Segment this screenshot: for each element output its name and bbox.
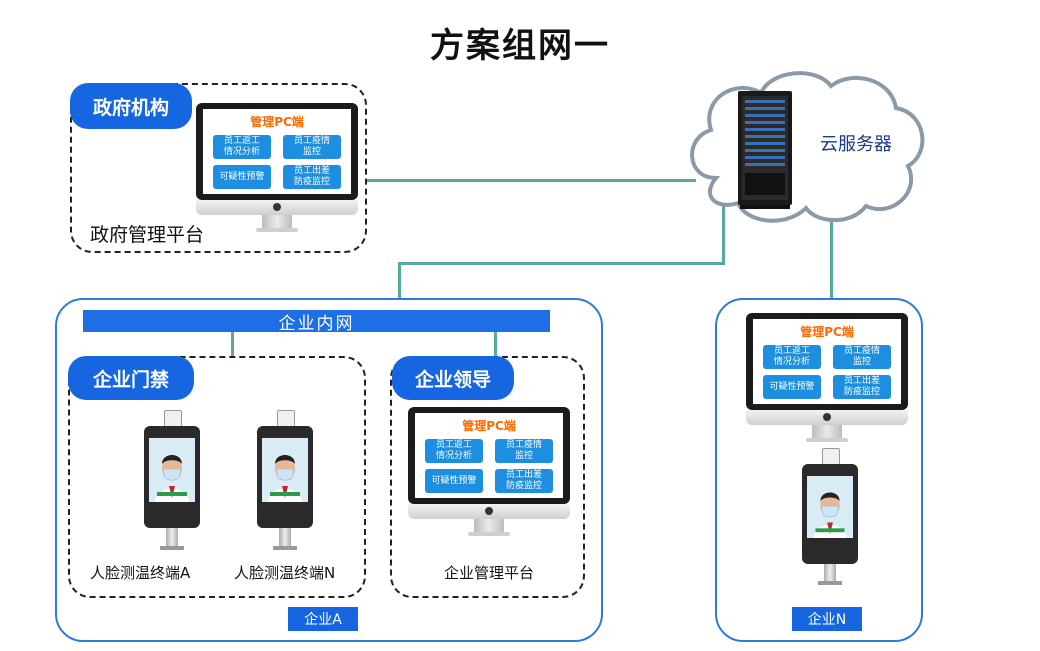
pc-btn-travel-monitor: 员工出差 防疫监控 (833, 375, 891, 399)
pc-btn-suspicious-alert: 可疑性预警 (425, 469, 483, 493)
pc-btn-suspicious-alert: 可疑性预警 (213, 165, 271, 189)
gov-pc-monitor: 管理PC端 员工返工 情况分析 员工疫情 监控 可疑性预警 员工出差 防疫监控 (196, 103, 358, 233)
face-terminal-a (144, 410, 200, 550)
leader-pc-monitor: 管理PC端 员工返工 情况分析 员工疫情 监控 可疑性预警 员工出差 防疫监控 (408, 407, 570, 537)
terminal-a-label: 人脸测温终端A (90, 564, 191, 582)
diagram-title: 方案组网一 (430, 26, 610, 66)
face-photo-icon (262, 438, 308, 502)
pc-btn-epidemic-monitor: 员工疫情 监控 (283, 135, 341, 159)
link-cloud-enterprise-n (830, 212, 833, 299)
access-box (68, 356, 366, 598)
pc-btn-epidemic-monitor: 员工疫情 监控 (495, 439, 553, 463)
server-icon (736, 91, 794, 209)
link-cloud-intranet-horizontal (398, 262, 725, 265)
leader-pill: 企业领导 (392, 356, 514, 400)
intranet-bar: 企业内网 (83, 310, 550, 334)
pc-screen-title: 管理PC端 (462, 419, 516, 433)
apple-logo-icon (823, 413, 831, 421)
pc-screen-title: 管理PC端 (800, 325, 854, 339)
enterprise-n-pc-monitor: 管理PC端 员工返工 情况分析 员工疫情 监控 可疑性预警 员工出差 防疫监控 (746, 313, 908, 443)
link-intranet-access (231, 331, 234, 356)
pc-btn-return-analysis: 员工返工 情况分析 (213, 135, 271, 159)
pc-btn-travel-monitor: 员工出差 防疫监控 (495, 469, 553, 493)
face-terminal-n (257, 410, 313, 550)
pc-screen-title: 管理PC端 (250, 115, 304, 129)
gov-platform-label: 政府管理平台 (90, 224, 205, 246)
pc-btn-return-analysis: 员工返工 情况分析 (425, 439, 483, 463)
cloud-server-label: 云服务器 (820, 134, 892, 155)
enterprise-n-box (715, 298, 923, 642)
link-intranet-leader (494, 331, 497, 356)
cloud-shape (690, 71, 925, 223)
face-photo-icon (149, 438, 195, 502)
apple-logo-icon (273, 203, 281, 211)
link-cloud-intranet-vertical (722, 200, 725, 264)
enterprise-n-tag: 企业N (792, 607, 862, 631)
face-terminal-enterprise-n (802, 448, 858, 586)
pc-btn-travel-monitor: 员工出差 防疫监控 (283, 165, 341, 189)
gov-pill: 政府机构 (70, 83, 192, 129)
pc-btn-suspicious-alert: 可疑性预警 (763, 375, 821, 399)
pc-btn-return-analysis: 员工返工 情况分析 (763, 345, 821, 369)
pc-btn-epidemic-monitor: 员工疫情 监控 (833, 345, 891, 369)
access-pill: 企业门禁 (68, 356, 194, 400)
link-gov-cloud (366, 179, 696, 182)
terminal-n-label: 人脸测温终端N (234, 564, 336, 582)
enterprise-a-box (55, 298, 603, 642)
apple-logo-icon (485, 507, 493, 515)
link-intranet-drop (398, 262, 401, 300)
enterprise-a-tag: 企业A (288, 607, 358, 631)
face-photo-icon (807, 476, 853, 538)
gov-box (70, 83, 367, 253)
leader-platform-label: 企业管理平台 (444, 564, 535, 582)
